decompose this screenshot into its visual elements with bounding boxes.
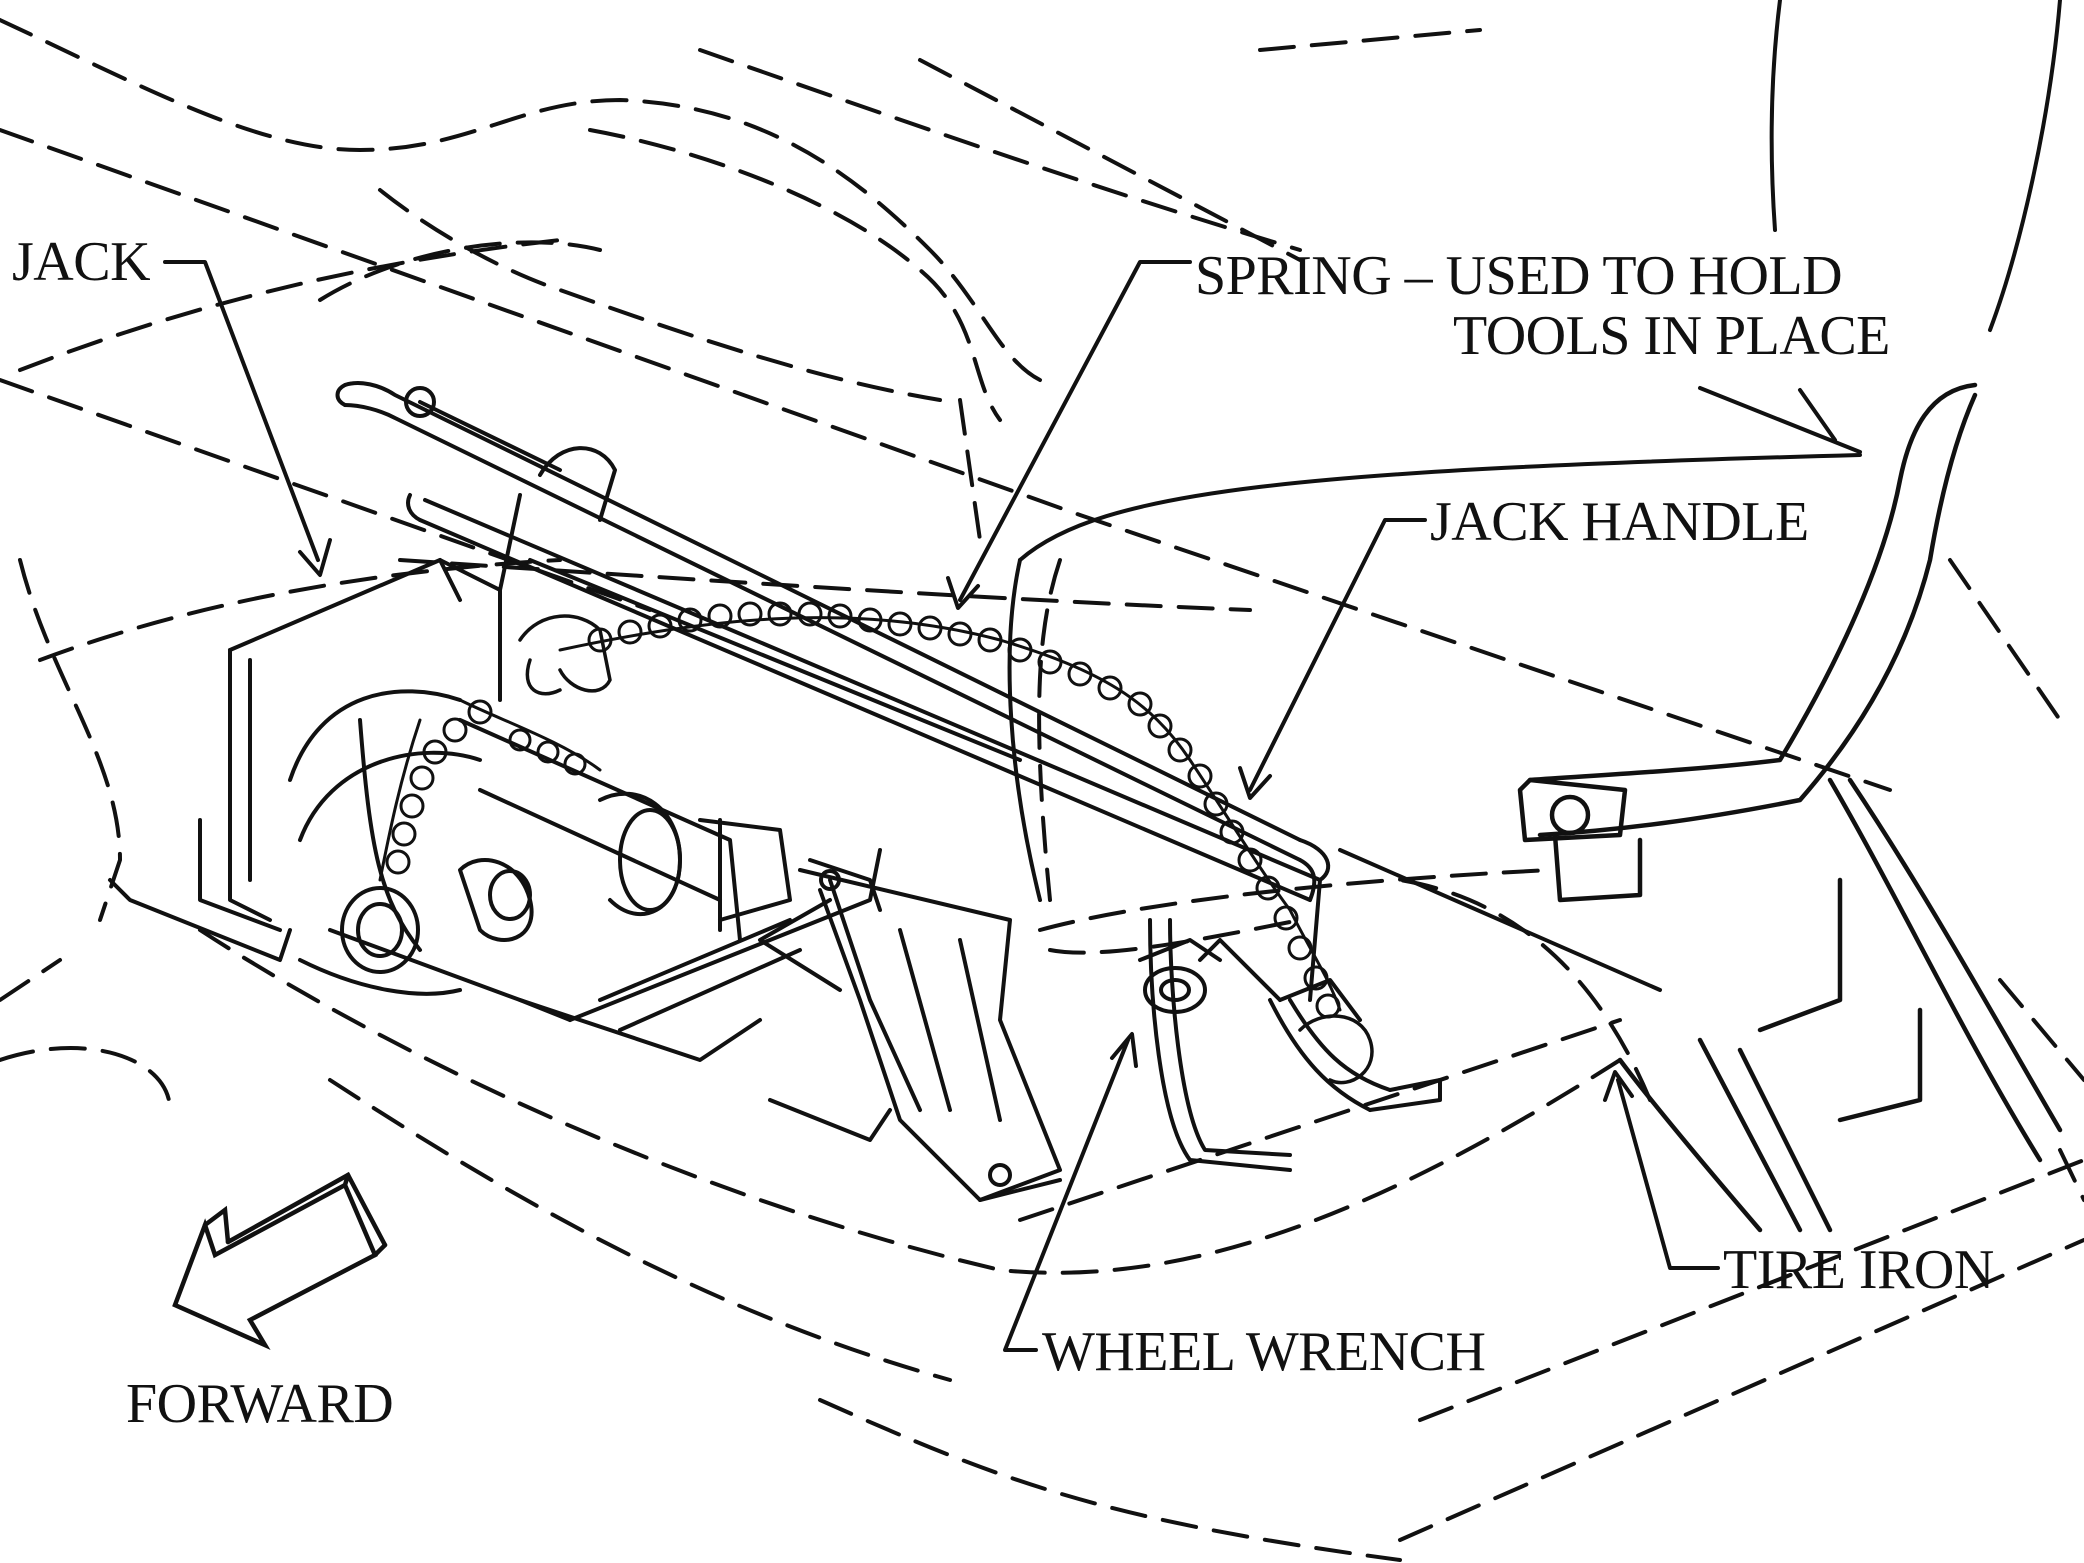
leader-wheel-wrench [1003, 1032, 1138, 1352]
label-jack-handle: JACK HANDLE [1430, 491, 1809, 553]
tire-iron-shape [1517, 382, 2063, 1233]
spring-hooks [518, 614, 1374, 1085]
mounting-bracket [758, 858, 1062, 1202]
spring-shape [378, 616, 1342, 1012]
spring-coils [385, 601, 1341, 1019]
leader-tools [1698, 386, 1862, 454]
label-wheel-wrench: WHEEL WRENCH [1042, 1321, 1486, 1383]
forward-arrow-icon [172, 1171, 388, 1350]
label-spring-line2: TOOLS IN PLACE [1453, 305, 1890, 367]
vehicle-body-outline [0, 18, 2084, 1562]
leader-jack-handle [1238, 518, 1427, 800]
label-jack: JACK [12, 231, 151, 293]
trim-edge [1007, 0, 2062, 902]
leader-spring [946, 260, 1192, 610]
label-forward: FORWARD [126, 1373, 394, 1435]
label-tire-iron: TIRE IRON [1723, 1239, 1994, 1301]
leader-jack [163, 260, 332, 577]
label-spring-line1: SPRING – USED TO HOLD [1195, 245, 1843, 307]
jack-handle-shape [335, 381, 1662, 1002]
jack-shape [108, 558, 882, 1062]
leader-tire-iron [1603, 1070, 1720, 1270]
wheel-wrench-shape [1138, 918, 1442, 1172]
